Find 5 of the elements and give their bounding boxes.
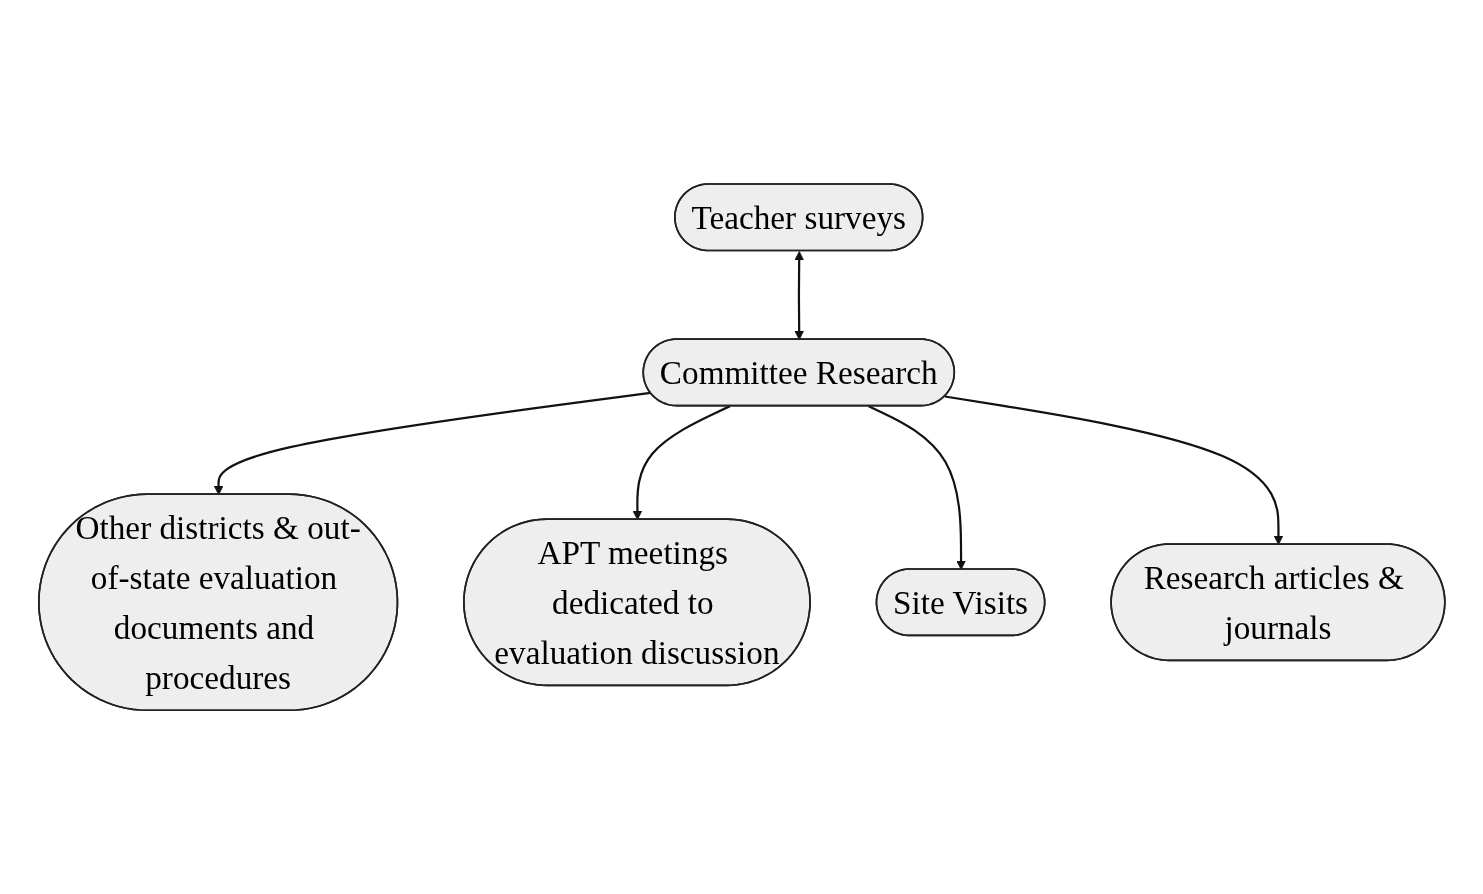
- arrow: [213, 391, 651, 496]
- arrow: [944, 395, 1283, 545]
- arrow: [793, 250, 804, 340]
- arrow: [632, 405, 731, 520]
- arrow: [867, 405, 966, 570]
